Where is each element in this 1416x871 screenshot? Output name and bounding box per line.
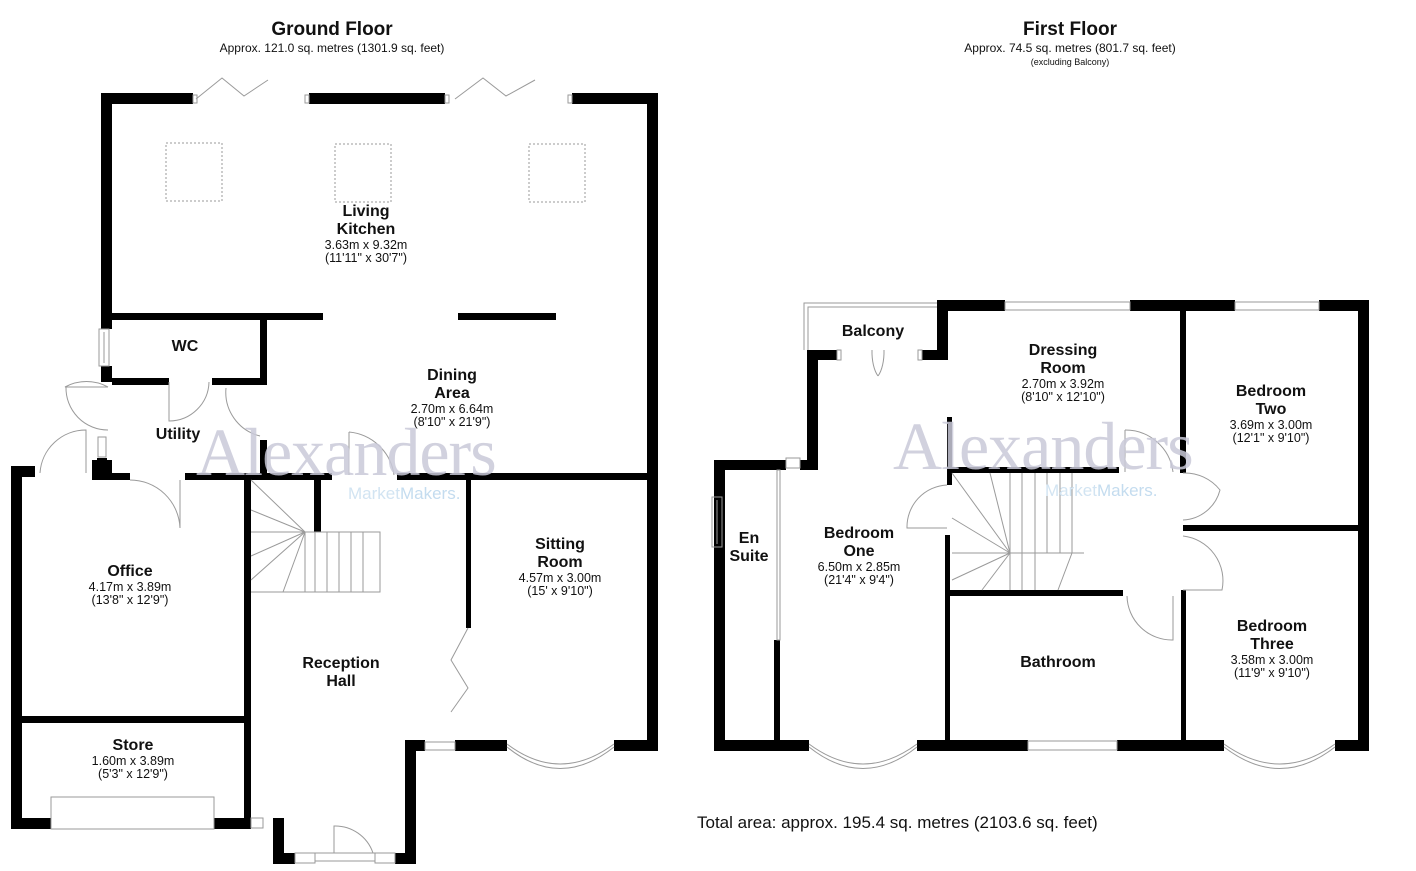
room-name: Hall	[326, 673, 356, 690]
room-name: Bathroom	[1020, 654, 1096, 671]
room-dimensions-imperial: (21'4" x 9'4")	[824, 573, 894, 587]
room-dimensions-imperial: (11'9" x 9'10")	[1234, 666, 1310, 680]
room-bathroom: Bathroom	[1020, 654, 1096, 672]
room-name: Kitchen	[336, 221, 396, 238]
room-name: Store	[112, 737, 154, 754]
room-dimensions-metric: 3.58m x 3.00m	[1230, 653, 1314, 667]
room-en-suite: En Suite	[729, 530, 768, 566]
total-area: Total area: approx. 195.4 sq. metres (21…	[697, 813, 1098, 832]
ground-floor-fixtures	[39, 77, 615, 864]
room-name: Room	[537, 554, 583, 571]
room-dimensions-imperial: (8'10" x 12'10")	[1021, 390, 1105, 404]
first-floor-fixtures	[711, 301, 1336, 769]
room-dimensions-metric: 3.63m x 9.32m	[324, 238, 408, 252]
room-dressing-room: Dressing Room 2.70m x 3.92m (8'10" x 12'…	[1021, 342, 1105, 404]
room-name: Bedroom	[1236, 618, 1308, 635]
room-name: Bedroom	[1235, 383, 1307, 400]
room-reception-hall: Reception Hall	[302, 655, 379, 691]
room-name: Two	[1255, 401, 1287, 418]
room-dimensions-imperial: (15' x 9'10")	[527, 584, 593, 598]
room-dimensions-metric: 2.70m x 3.92m	[1021, 377, 1105, 391]
room-store: Store 1.60m x 3.89m (5'3" x 12'9")	[92, 737, 175, 781]
room-dimensions-imperial: (5'3" x 12'9")	[98, 767, 168, 781]
room-dimensions-metric: 2.70m x 6.64m	[410, 402, 494, 416]
room-name: Office	[107, 563, 153, 580]
room-name: En	[738, 530, 760, 547]
room-name: Dressing	[1028, 342, 1098, 359]
ground-floor-title: Ground Floor	[271, 19, 393, 40]
room-sitting-room: Sitting Room 4.57m x 3.00m (15' x 9'10")	[519, 536, 602, 598]
room-name: One	[843, 543, 875, 560]
first-floor-area: Approx. 74.5 sq. metres (801.7 sq. feet)	[964, 41, 1176, 55]
room-dimensions-metric: 1.60m x 3.89m	[91, 754, 175, 768]
room-utility: Utility	[156, 426, 200, 444]
room-dimensions-imperial: (11'11" x 30'7")	[325, 251, 407, 265]
room-name: Area	[434, 385, 470, 402]
room-name: Three	[1250, 636, 1294, 653]
room-name: Bedroom	[823, 525, 895, 542]
room-name: Room	[1040, 360, 1086, 377]
room-office: Office 4.17m x 3.89m (13'8" x 12'9")	[89, 563, 172, 607]
room-living-kitchen: Living Kitchen 3.63m x 9.32m (11'11" x 3…	[325, 203, 408, 265]
ground-floor-area: Approx. 121.0 sq. metres (1301.9 sq. fee…	[219, 41, 445, 55]
room-balcony: Balcony	[842, 323, 904, 341]
room-name: Living	[342, 203, 390, 220]
room-wc: WC	[172, 338, 199, 356]
room-dimensions-metric: 4.57m x 3.00m	[518, 571, 602, 585]
room-dining-area: Dining Area 2.70m x 6.64m (8'10" x 21'9"…	[411, 367, 494, 429]
room-dimensions-metric: 6.50m x 2.85m	[817, 560, 901, 574]
ground-floor-walls	[11, 93, 658, 864]
first-floor-title: First Floor	[1023, 19, 1117, 40]
room-name: Reception	[302, 655, 380, 672]
room-dimensions-imperial: (8'10" x 21'9")	[413, 415, 491, 429]
room-name: WC	[171, 338, 199, 355]
room-name: Dining	[427, 367, 477, 384]
room-bedroom-two: Bedroom Two 3.69m x 3.00m (12'1" x 9'10"…	[1230, 383, 1313, 445]
room-bedroom-one: Bedroom One 6.50m x 2.85m (21'4" x 9'4")	[818, 525, 901, 587]
room-dimensions-imperial: (12'1" x 9'10")	[1232, 431, 1310, 445]
room-bedroom-three: Bedroom Three 3.58m x 3.00m (11'9" x 9'1…	[1231, 618, 1314, 680]
room-dimensions-imperial: (13'8" x 12'9")	[91, 593, 169, 607]
first-floor-note: (excluding Balcony)	[1030, 57, 1110, 67]
first-floor-walls	[714, 300, 1369, 751]
room-name: Sitting	[535, 536, 585, 553]
room-name: Utility	[155, 426, 201, 443]
room-dimensions-metric: 4.17m x 3.89m	[88, 580, 172, 594]
room-dimensions-metric: 3.69m x 3.00m	[1229, 418, 1313, 432]
room-name: Balcony	[841, 323, 905, 340]
room-name: Suite	[729, 548, 769, 565]
